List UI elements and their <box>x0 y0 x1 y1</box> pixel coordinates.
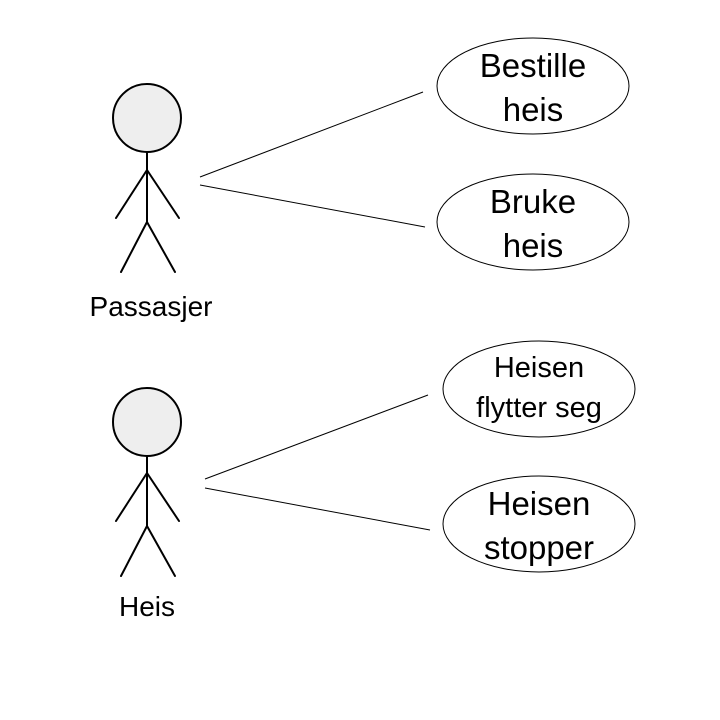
use-case-heisen-stopper[interactable]: Heisen stopper <box>442 475 636 573</box>
actor-heis[interactable]: Heis <box>112 387 182 622</box>
actor-right-leg <box>146 221 176 273</box>
use-case-bruke-heis[interactable]: Bruke heis <box>436 173 630 271</box>
actor-label: Heis <box>119 591 175 622</box>
association-passasjer-bruke-heis <box>199 184 426 228</box>
use-case-ellipse <box>436 173 630 271</box>
use-case-label-line-1: Heisen <box>488 485 591 522</box>
actor-passasjer[interactable]: Passasjer <box>90 83 213 322</box>
actor-label: Passasjer <box>90 291 213 322</box>
use-case-ellipse <box>436 37 630 135</box>
actor-right-arm <box>146 169 180 219</box>
actor-left-leg <box>120 525 148 577</box>
actor-left-leg <box>120 221 148 273</box>
actor-left-arm <box>115 472 148 522</box>
use-case-bestille-heis[interactable]: Bestille heis <box>436 37 630 135</box>
use-case-label-line-2: heis <box>503 91 564 128</box>
use-case-heisen-flytter-seg[interactable]: Heisen flytter seg <box>442 340 636 438</box>
use-case-label-line-1: Bestille <box>480 47 586 84</box>
use-case-label-line-1: Heisen <box>494 352 584 384</box>
use-case-label-line-1: Bruke <box>490 183 576 220</box>
actor-head <box>112 83 182 153</box>
actor-right-arm <box>146 472 180 522</box>
association-passasjer-bestille-heis <box>199 91 424 178</box>
use-case-label-line-2: flytter seg <box>476 392 602 424</box>
use-case-ellipse <box>442 340 636 438</box>
actor-head <box>112 387 182 457</box>
actor-right-leg <box>146 525 176 577</box>
association-heis-heisen-stopper <box>204 487 431 531</box>
use-case-label-line-2: stopper <box>484 529 594 566</box>
associations <box>199 91 431 531</box>
use-case-label-line-2: heis <box>503 227 564 264</box>
association-heis-heisen-flytter-seg <box>204 394 429 480</box>
use-case-ellipse <box>442 475 636 573</box>
actor-left-arm <box>115 169 148 219</box>
